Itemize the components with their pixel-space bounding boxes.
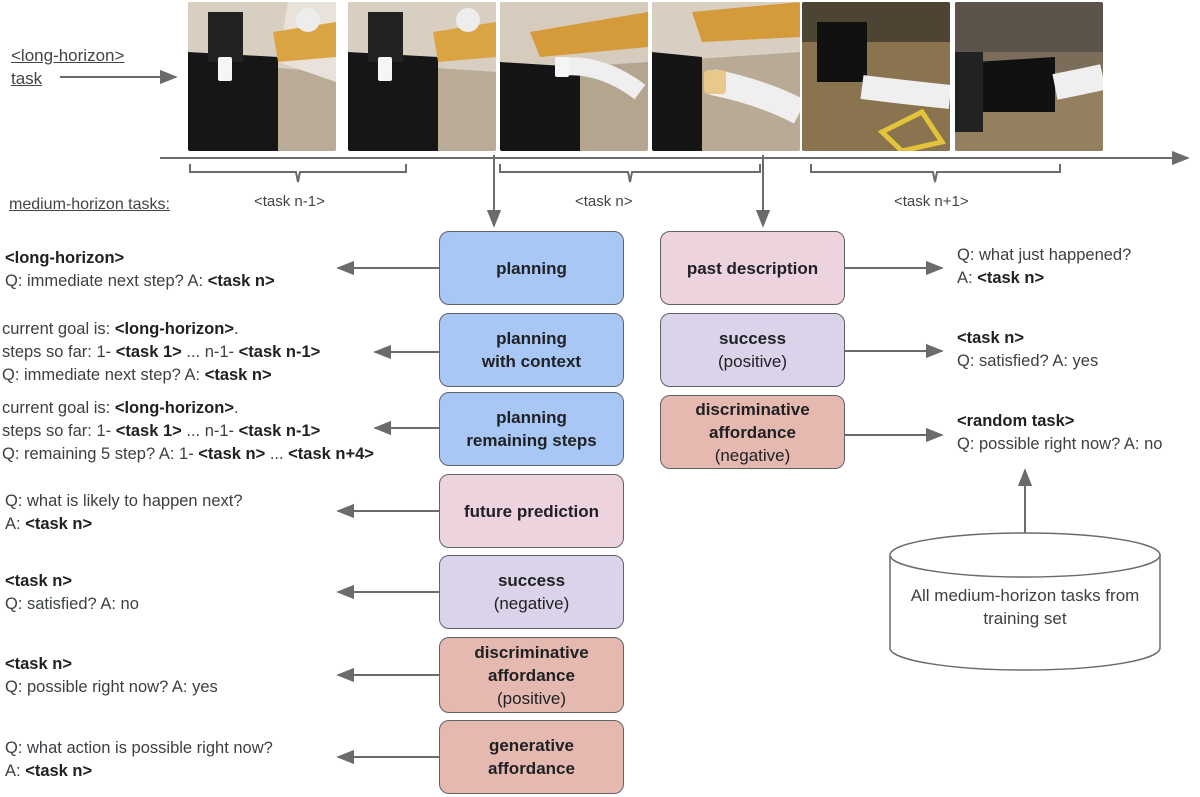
qa-discriminative-negative: <random task> Q: possible right now? A: … — [957, 410, 1162, 456]
box-past-description: past description — [660, 231, 845, 305]
qa-bold: <task n> — [5, 655, 72, 673]
qa-bold: <task n+4> — [288, 445, 374, 463]
qa-text: steps so far: 1- — [2, 422, 116, 440]
box-title: success — [497, 571, 566, 590]
qa-planning: <long-horizon> Q: immediate next step? A… — [5, 247, 275, 293]
segment-label-task-n-plus-1: <task n+1> — [894, 193, 969, 210]
qa-text: . — [233, 399, 239, 417]
box-title-line2: affordance — [488, 759, 575, 778]
qa-text: Q: immediate next step? A: — [5, 272, 208, 290]
box-discriminative-affordance-negative: discriminative affordance (negative) — [660, 395, 845, 469]
qa-bold: <task n> — [204, 366, 272, 384]
box-title: discriminative — [695, 399, 810, 419]
box-title: generative — [488, 736, 575, 755]
box-title-line2: with context — [481, 352, 582, 371]
qa-bold: <task n> — [198, 445, 266, 463]
qa-text: Q: satisfied? A: no — [5, 595, 139, 613]
qa-future-prediction: Q: what is likely to happen next? A: <ta… — [5, 490, 243, 536]
box-planning-with-context: planning with context — [439, 313, 624, 387]
qa-text: ... — [265, 445, 289, 463]
box-title-line2: remaining steps — [466, 431, 597, 450]
box-success-positive: success (positive) — [660, 313, 845, 387]
box-title: past description — [686, 258, 819, 278]
box-subtitle: (negative) — [714, 445, 791, 465]
qa-bold: <task n> — [5, 572, 72, 590]
qa-bold: <task n> — [25, 515, 93, 533]
qa-text: Q: immediate next step? A: — [2, 366, 205, 384]
robot-hallway-photo-5 — [802, 2, 950, 151]
robot-kitchen-photo-3 — [500, 2, 648, 151]
qa-bold: <task n-1> — [238, 422, 321, 440]
qa-text: ... n-1- — [181, 343, 239, 361]
qa-text: steps so far: 1- — [2, 343, 116, 361]
qa-bold: <task n> — [977, 269, 1045, 287]
qa-generative-affordance: Q: what action is possible right now? A:… — [5, 737, 273, 783]
box-planning-remaining-steps: planning remaining steps — [439, 392, 624, 466]
robot-kitchen-photo-4 — [652, 2, 800, 151]
qa-discriminative-positive: <task n> Q: possible right now? A: yes — [5, 653, 218, 699]
qa-success-negative: <task n> Q: satisfied? A: no — [5, 570, 139, 616]
qa-planning-remaining-steps: current goal is: <long-horizon>. steps s… — [2, 397, 374, 466]
qa-bold: <long-horizon> — [5, 249, 125, 267]
qa-text: Q: what just happened? — [957, 246, 1132, 264]
database-label: All medium-horizon tasks from training s… — [910, 586, 1140, 628]
robot-hallway-photo-6 — [955, 2, 1103, 151]
brace-task-n — [499, 164, 761, 183]
brace-task-n-1 — [189, 164, 407, 183]
box-discriminative-affordance-positive: discriminative affordance (positive) — [439, 637, 624, 713]
box-generative-affordance: generative affordance — [439, 720, 624, 794]
box-title: discriminative — [474, 642, 589, 662]
qa-planning-with-context: current goal is: <long-horizon>. steps s… — [2, 318, 320, 387]
box-subtitle: (positive) — [718, 352, 787, 371]
qa-success-positive: <task n> Q: satisfied? A: yes — [957, 327, 1098, 373]
qa-bold: <task n> — [957, 329, 1024, 347]
qa-text: ... n-1- — [181, 422, 239, 440]
box-title-line2: affordance — [709, 422, 796, 442]
segment-label-task-n: <task n> — [575, 193, 633, 210]
qa-text: A: — [957, 269, 978, 287]
qa-bold: <task n> — [207, 272, 275, 290]
qa-bold: <task 1> — [115, 422, 182, 440]
qa-text: current goal is: — [2, 320, 115, 338]
brace-task-n-plus-1 — [810, 164, 1061, 183]
qa-bold: <task n-1> — [238, 343, 321, 361]
box-title: future prediction — [463, 501, 600, 521]
task-label: task — [11, 69, 43, 88]
box-planning: planning — [439, 231, 624, 305]
qa-text: Q: remaining 5 step? A: 1- — [2, 445, 199, 463]
qa-bold: <task n> — [25, 762, 93, 780]
robot-kitchen-photo-2 — [348, 2, 496, 151]
qa-text: A: — [5, 515, 26, 533]
box-subtitle: (negative) — [493, 594, 570, 613]
box-subtitle: (positive) — [497, 688, 566, 708]
qa-text: Q: what is likely to happen next? — [5, 492, 243, 510]
qa-bold: <long-horizon> — [114, 320, 234, 338]
medium-horizon-label: medium-horizon tasks: — [9, 196, 170, 213]
qa-bold: <long-horizon> — [114, 399, 234, 417]
segment-label-task-n-1: <task n-1> — [254, 193, 325, 210]
qa-text: Q: possible right now? A: yes — [5, 678, 218, 696]
box-title: planning — [496, 408, 567, 427]
long-horizon-label: <long-horizon> — [11, 46, 125, 65]
box-title-line2: affordance — [488, 665, 575, 685]
robot-kitchen-photo-1 — [188, 2, 336, 151]
box-success-negative: success (negative) — [439, 555, 624, 629]
qa-bold: <random task> — [957, 412, 1075, 430]
qa-text: Q: what action is possible right now? — [5, 739, 273, 757]
qa-past-description: Q: what just happened? A: <task n> — [957, 244, 1131, 290]
qa-bold: <task 1> — [115, 343, 182, 361]
box-title: planning — [496, 329, 567, 348]
training-set-database — [889, 532, 1161, 671]
qa-text: Q: satisfied? A: yes — [957, 352, 1099, 370]
qa-text: A: — [5, 762, 26, 780]
qa-text: . — [233, 320, 239, 338]
qa-text: Q: possible right now? A: no — [957, 435, 1163, 453]
qa-text: current goal is: — [2, 399, 115, 417]
box-title: planning — [496, 258, 567, 278]
box-title: success — [718, 329, 787, 348]
box-future-prediction: future prediction — [439, 474, 624, 548]
